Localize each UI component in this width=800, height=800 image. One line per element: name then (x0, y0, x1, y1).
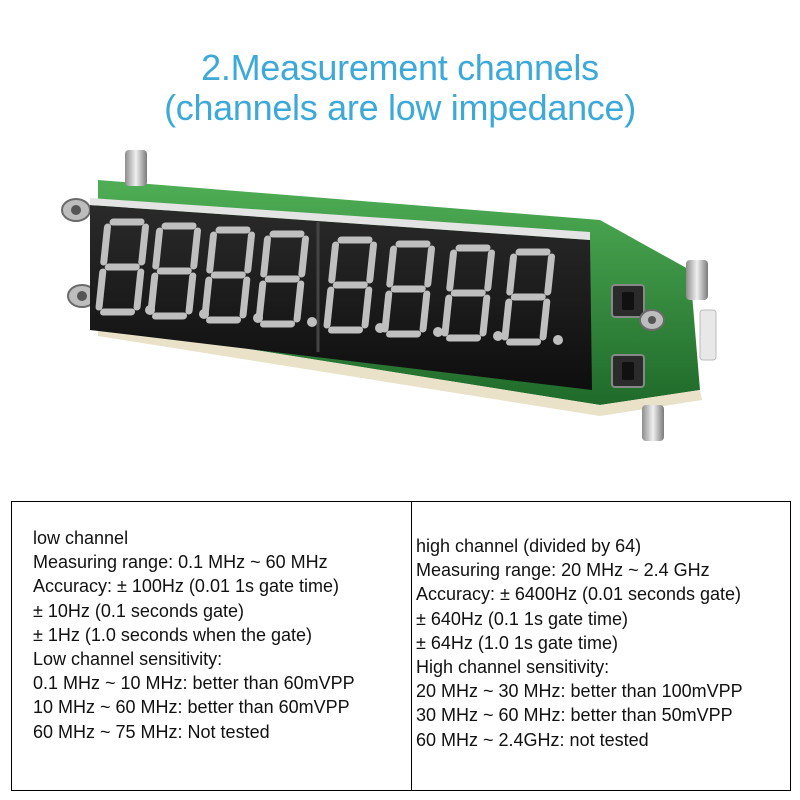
spec-line: Measuring range: 0.1 MHz ~ 60 MHz (33, 552, 328, 573)
spec-line: 60 MHz ~ 75 MHz: Not tested (33, 721, 270, 742)
spec-line: ± 64Hz (1.0 1s gate time) (416, 632, 618, 653)
spec-line: 20 MHz ~ 30 MHz: better than 100mVPP (416, 681, 743, 702)
spec-line: 60 MHz ~ 2.4GHz: not tested (416, 729, 649, 750)
page-title: 2.Measurement channels (201, 47, 599, 88)
decimal-points (145, 305, 563, 345)
high-channel-heading: high channel (divided by 64) (416, 536, 642, 556)
spec-line: High channel sensitivity: (416, 657, 610, 678)
seven-segment-digits (95, 218, 555, 346)
spec-table: low channel Measuring range: 0.1 MHz ~ 6… (11, 501, 791, 791)
column-divider (411, 502, 412, 790)
standoff-bottom-right (642, 405, 664, 441)
pcb-edge (98, 325, 702, 416)
spec-line: 0.1 MHz ~ 10 MHz: better than 60mVPP (33, 673, 355, 694)
spec-line: Low channel sensitivity: (33, 649, 223, 670)
spec-line: ± 10Hz (0.1 seconds gate) (33, 600, 244, 621)
low-channel-column: low channel Measuring range: 0.1 MHz ~ 6… (33, 526, 355, 744)
spec-line: ± 640Hz (0.1 1s gate time) (416, 608, 628, 629)
standoff-top-left (125, 150, 147, 186)
frequency-counter-image (61, 150, 717, 441)
spec-line: ± 1Hz (1.0 seconds when the gate) (33, 624, 313, 645)
spec-line: 10 MHz ~ 60 MHz: better than 60mVPP (33, 697, 350, 718)
spec-line: Measuring range: 20 MHz ~ 2.4 GHz (416, 560, 710, 581)
page-subtitle: (channels are low impedance) (164, 87, 636, 128)
high-channel-column: high channel (divided by 64) Measuring r… (416, 534, 743, 752)
low-channel-heading: low channel (33, 528, 129, 548)
standoff-top-right (686, 260, 708, 300)
spec-line: Accuracy: ± 100Hz (0.01 1s gate time) (33, 576, 340, 597)
spec-line: Accuracy: ± 6400Hz (0.01 seconds gate) (416, 584, 742, 605)
spec-line: 30 MHz ~ 60 MHz: better than 50mVPP (416, 705, 733, 726)
